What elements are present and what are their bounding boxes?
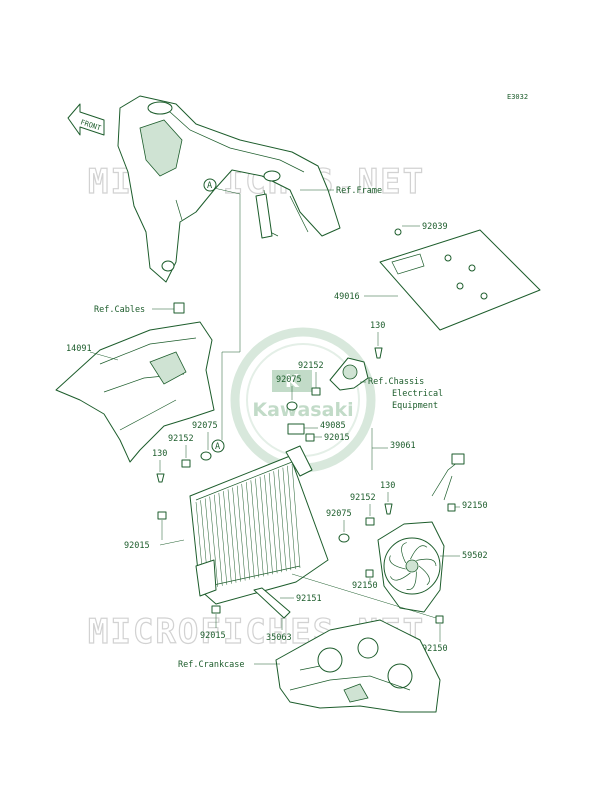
pn-92015a: 92015 <box>324 433 350 443</box>
marker-a-leader <box>213 187 241 440</box>
ref-chassis-line2: Electrical <box>392 389 443 399</box>
pn-92152b: 92152 <box>168 434 194 444</box>
marker-a-bottom-circle <box>211 439 225 453</box>
svg-text:Kawasaki: Kawasaki <box>252 399 353 421</box>
bolt-92150b <box>365 569 374 578</box>
marker-a-top-circle <box>203 178 217 192</box>
bracket-plate-49016 <box>379 228 541 331</box>
pn-130a: 130 <box>370 321 385 331</box>
ref-chassis-line3: Equipment <box>392 401 438 411</box>
marker-a-bottom: A <box>215 442 220 452</box>
pn-92075c: 92075 <box>326 509 352 519</box>
kawasaki-logo: K Kawasaki <box>230 327 376 473</box>
radiator-fan-leader <box>291 573 437 619</box>
hose-92151 <box>253 587 291 619</box>
pn-92150c: 92150 <box>422 644 448 654</box>
pn-130c: 130 <box>380 481 395 491</box>
clip-92015c <box>211 605 221 614</box>
marker-a-top: A <box>207 181 212 191</box>
pn-92152c: 92152 <box>350 493 376 503</box>
pn-92152a: 92152 <box>298 361 324 371</box>
pn-49016: 49016 <box>334 292 360 302</box>
p39061-leader <box>371 428 388 470</box>
grommet-92075b <box>200 451 212 461</box>
ref-crankcase-label: Ref.Crankcase <box>178 660 245 670</box>
bolt-130c <box>384 503 393 515</box>
bolt-130a <box>374 347 383 359</box>
bolt-92150a <box>447 503 456 512</box>
pn-130b: 130 <box>152 449 167 459</box>
fan-59502 <box>377 453 465 613</box>
ref-chassis-line1: Ref.Chassis <box>368 377 424 387</box>
diagram-code: E3032 <box>507 93 528 101</box>
bolt-92150c <box>435 615 444 624</box>
pn-92075b: 92075 <box>192 421 218 431</box>
svg-text:K: K <box>285 371 300 392</box>
front-arrow-icon: FRONT <box>67 103 105 136</box>
pn-39061: 39061 <box>390 441 416 451</box>
pn-92075a: 92075 <box>276 375 302 385</box>
bolt-130b <box>156 473 165 483</box>
clip-92015a <box>305 433 315 442</box>
p92015b-leader <box>159 520 185 546</box>
pn-35063: 35063 <box>266 633 292 643</box>
p14091-leader <box>89 351 119 361</box>
pn-49085: 49085 <box>320 421 346 431</box>
pn-14091: 14091 <box>66 344 92 354</box>
ref-frame-label: Ref.Frame <box>336 186 382 196</box>
pn-92150a: 92150 <box>462 501 488 511</box>
pn-92150b: 92150 <box>352 581 378 591</box>
radiator-cap <box>287 423 305 435</box>
pn-92015c: 92015 <box>200 631 226 641</box>
collar-92152b <box>181 459 191 468</box>
pn-92039: 92039 <box>422 222 448 232</box>
ref-cables-label: Ref.Cables <box>94 305 145 315</box>
pn-59502: 59502 <box>462 551 488 561</box>
pn-92015b: 92015 <box>124 541 150 551</box>
collar-92152a <box>311 387 321 396</box>
collar-92152c <box>365 517 375 526</box>
crankcase <box>275 619 441 713</box>
cover-14091 <box>55 321 215 463</box>
grommet-92075a <box>286 401 298 411</box>
radiator-39061 <box>189 445 329 605</box>
grommet-92075c <box>338 533 350 543</box>
frame-assembly <box>117 95 341 283</box>
pn-92151: 92151 <box>296 594 322 604</box>
cable-clip-part <box>173 302 185 314</box>
clip-92015b <box>157 511 167 520</box>
horn-part <box>329 357 369 391</box>
